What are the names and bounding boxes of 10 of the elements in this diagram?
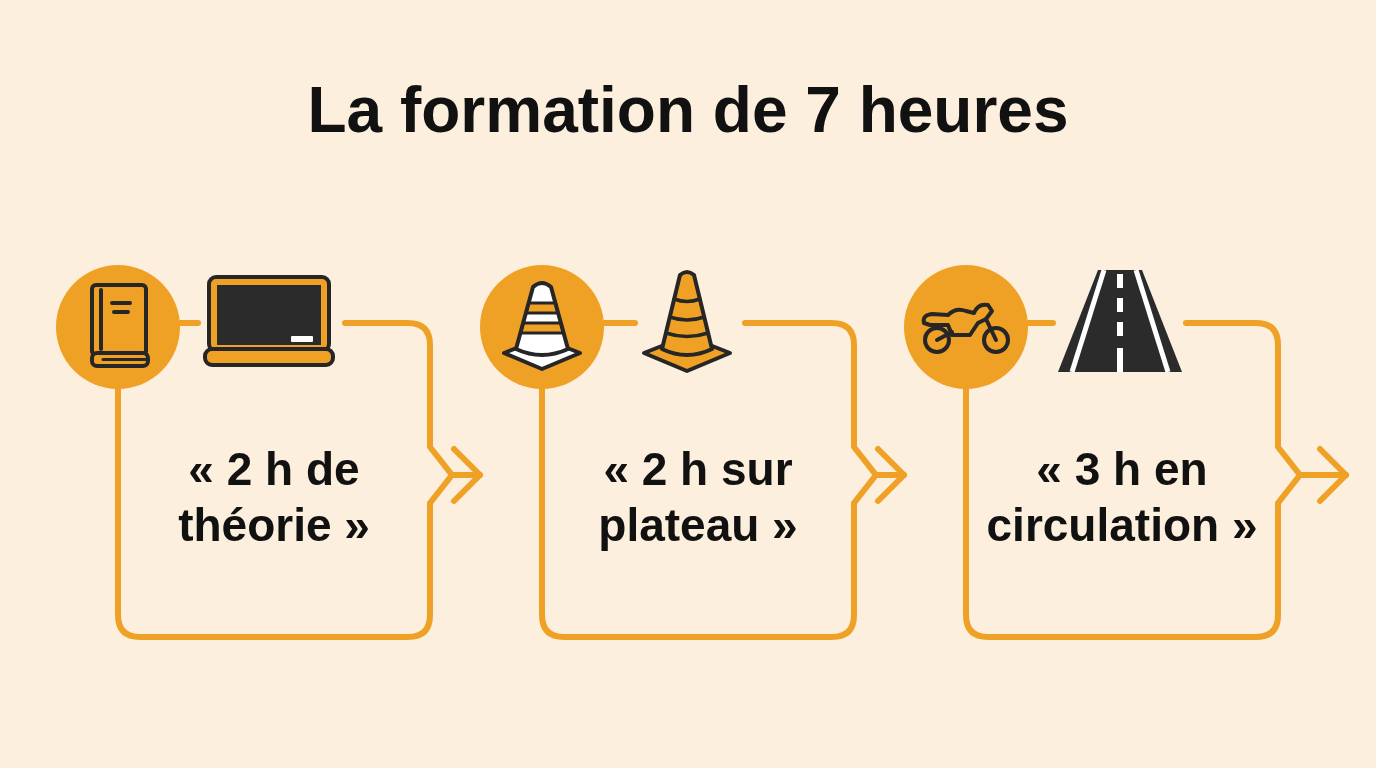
arrow (449, 446, 483, 504)
step-card (480, 265, 880, 643)
title: La formation de 7 heures (307, 73, 1069, 148)
step-label: « 2 h sur plateau » (597, 442, 799, 553)
step-label: « 3 h en circulation » (985, 442, 1259, 553)
step-card (904, 265, 1304, 643)
step-card (56, 265, 456, 643)
arrow (873, 446, 907, 504)
step-label: « 2 h de théorie » (177, 442, 371, 553)
arrow (1297, 446, 1349, 504)
